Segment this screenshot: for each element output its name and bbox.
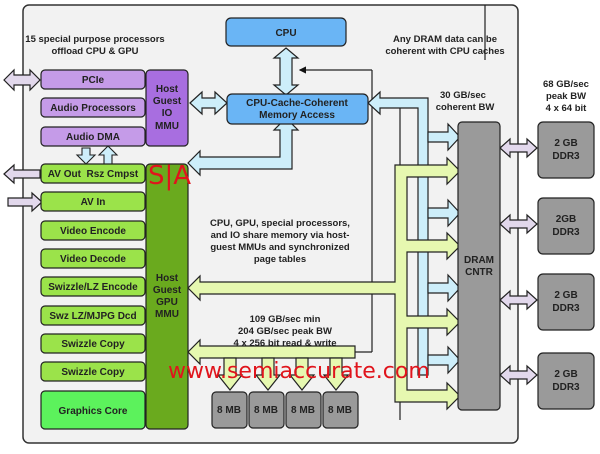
ddr3-block-1[interactable]: 2 GB DDR3 bbox=[537, 121, 595, 179]
esram-label-4: 8 MB bbox=[328, 405, 352, 416]
unit-swizzle-lz-encode-label: Swizzle/LZ Encode bbox=[48, 282, 138, 293]
unit-audio-dma[interactable]: Audio DMA bbox=[40, 126, 146, 147]
esram-label-3: 8 MB bbox=[291, 405, 315, 416]
unit-av-in[interactable]: AV In bbox=[40, 191, 146, 212]
unit-swz-lz-mjpg-dcd[interactable]: Swz LZ/MJPG Dcd bbox=[40, 305, 146, 326]
coherent-memory-access-block[interactable]: CPU-Cache-Coherent Memory Access bbox=[226, 93, 369, 125]
note-coherent: Any DRAM data can be coherent with CPU c… bbox=[385, 34, 504, 57]
ddr3-blocks: 2 GB DDR3 2GB DDR3 2 GB DDR3 2 GB DDR3 bbox=[537, 121, 595, 410]
unit-graphics-core-label: Graphics Core bbox=[59, 406, 128, 417]
unit-audio-processors[interactable]: Audio Processors bbox=[40, 97, 146, 118]
unit-video-decode[interactable]: Video Decode bbox=[40, 248, 146, 269]
note-coherent-bw-1: 30 GB/sec bbox=[440, 90, 486, 101]
esram-block-3[interactable]: 8 MB bbox=[285, 391, 322, 429]
dram-controller-block[interactable]: DRAM CNTR bbox=[457, 121, 501, 411]
gpu-mmu-block[interactable]: Host Guest GPU MMU bbox=[145, 163, 189, 430]
note-esram-bw-2: 204 GB/sec peak BW bbox=[238, 326, 332, 337]
note-peak-bw-2: peak BW bbox=[546, 91, 586, 102]
esram-label-1: 8 MB bbox=[217, 405, 241, 416]
note-shared-memory-1: CPU, GPU, special processors, bbox=[210, 218, 350, 229]
external-arrows bbox=[3, 68, 538, 386]
ddr3-type-3: DDR3 bbox=[552, 303, 580, 314]
gpu-mmu-label-2: Guest bbox=[153, 285, 182, 296]
note-coherent-1: Any DRAM data can be bbox=[393, 34, 497, 45]
io-mmu-label-4: MMU bbox=[155, 121, 179, 132]
ddr3-block-2[interactable]: 2GB DDR3 bbox=[537, 197, 595, 255]
io-mmu-label-3: IO bbox=[162, 108, 173, 119]
io-mmu-label-2: Guest bbox=[153, 96, 182, 107]
gpu-mmu-label-3: GPU bbox=[156, 297, 178, 308]
note-esram-bw-3: 4 x 256 bit read & write bbox=[234, 338, 337, 349]
esram-blocks: 8 MB 8 MB 8 MB 8 MB bbox=[211, 391, 359, 429]
ddr3-size-4: 2 GB bbox=[554, 369, 577, 380]
unit-audio-processors-label: Audio Processors bbox=[50, 103, 136, 114]
unit-video-encode-label: Video Encode bbox=[60, 226, 126, 237]
dram-cntr-label-1: DRAM bbox=[464, 255, 494, 266]
unit-av-out[interactable]: AV Out Rsz Cmpst bbox=[40, 163, 146, 184]
unit-swizzle-copy-1[interactable]: Swizzle Copy bbox=[40, 333, 146, 354]
note-esram-bw: 109 GB/sec min 204 GB/sec peak BW 4 x 25… bbox=[234, 314, 337, 349]
unit-pcie[interactable]: PCIe bbox=[40, 69, 146, 90]
ddr3-size-3: 2 GB bbox=[554, 290, 577, 301]
unit-graphics-core[interactable]: Graphics Core bbox=[40, 390, 146, 430]
unit-audio-dma-label: Audio DMA bbox=[66, 132, 120, 143]
gpu-mmu-label-1: Host bbox=[156, 273, 179, 284]
note-special-processors-1: 15 special purpose processors bbox=[25, 34, 164, 45]
cpu-label: CPU bbox=[275, 28, 296, 39]
note-peak-bw-3: 4 x 64 bit bbox=[546, 103, 587, 114]
audio-av-arrows bbox=[75, 145, 119, 165]
note-shared-memory-3: guest MMUs and synchronized bbox=[210, 242, 350, 253]
ddr3-type-4: DDR3 bbox=[552, 382, 580, 393]
esram-label-2: 8 MB bbox=[254, 405, 278, 416]
coherent-label-2: Memory Access bbox=[259, 110, 335, 121]
io-mmu-label-1: Host bbox=[156, 84, 179, 95]
unit-swz-lz-mjpg-dcd-label: Swz LZ/MJPG Dcd bbox=[49, 311, 136, 322]
ddr3-block-4[interactable]: 2 GB DDR3 bbox=[537, 352, 595, 410]
coherent-branch-arrows bbox=[427, 122, 461, 375]
watermark-logo: S|A bbox=[148, 161, 191, 191]
note-shared-memory-2: and IO share memory via host- bbox=[211, 230, 350, 241]
watermark-url[interactable]: www.semiaccurate.com bbox=[168, 359, 430, 384]
unit-av-out-label: AV Out Rsz Cmpst bbox=[48, 169, 139, 180]
ddr3-size-2: 2GB bbox=[556, 214, 577, 225]
unit-swizzle-lz-encode[interactable]: Swizzle/LZ Encode bbox=[40, 276, 146, 297]
green-units: AV Out Rsz Cmpst AV In Video Encode Vide… bbox=[40, 163, 146, 430]
io-mmu-block[interactable]: Host Guest IO MMU bbox=[145, 69, 189, 147]
esram-block-4[interactable]: 8 MB bbox=[322, 391, 359, 429]
unit-swizzle-copy-1-label: Swizzle Copy bbox=[61, 339, 125, 350]
note-shared-memory: CPU, GPU, special processors, and IO sha… bbox=[210, 218, 350, 265]
dram-cntr-label-2: CNTR bbox=[465, 267, 494, 278]
ddr3-size-1: 2 GB bbox=[554, 138, 577, 149]
purple-units: PCIe Audio Processors Audio DMA bbox=[40, 69, 146, 147]
unit-pcie-label: PCIe bbox=[82, 75, 105, 86]
esram-block-1[interactable]: 8 MB bbox=[211, 391, 248, 429]
note-shared-memory-4: page tables bbox=[254, 254, 306, 265]
gpu-mmu-label-4: MMU bbox=[155, 309, 179, 320]
note-special-processors-2: offload CPU & GPU bbox=[51, 46, 138, 57]
ddr3-block-3[interactable]: 2 GB DDR3 bbox=[537, 273, 595, 331]
unit-swizzle-copy-2-label: Swizzle Copy bbox=[61, 367, 125, 378]
esram-block-2[interactable]: 8 MB bbox=[248, 391, 285, 429]
unit-video-encode[interactable]: Video Encode bbox=[40, 220, 146, 241]
note-coherent-bw-2: coherent BW bbox=[436, 102, 495, 113]
ddr3-type-2: DDR3 bbox=[552, 227, 580, 238]
note-esram-bw-1: 109 GB/sec min bbox=[250, 314, 321, 325]
coherent-label-1: CPU-Cache-Coherent bbox=[246, 98, 348, 109]
note-coherent-bw: 30 GB/sec coherent BW bbox=[436, 90, 495, 113]
unit-swizzle-copy-2[interactable]: Swizzle Copy bbox=[40, 361, 146, 382]
unit-video-decode-label: Video Decode bbox=[60, 254, 126, 265]
ddr3-type-1: DDR3 bbox=[552, 151, 580, 162]
cpu-block[interactable]: CPU bbox=[225, 17, 347, 47]
note-peak-bw-1: 68 GB/sec bbox=[543, 79, 589, 90]
note-special-processors: 15 special purpose processors offload CP… bbox=[25, 34, 164, 57]
unit-av-in-label: AV In bbox=[81, 197, 106, 208]
note-coherent-2: coherent with CPU caches bbox=[385, 46, 504, 57]
esram-arrows bbox=[216, 357, 350, 391]
note-peak-bw: 68 GB/sec peak BW 4 x 64 bit bbox=[543, 79, 589, 114]
